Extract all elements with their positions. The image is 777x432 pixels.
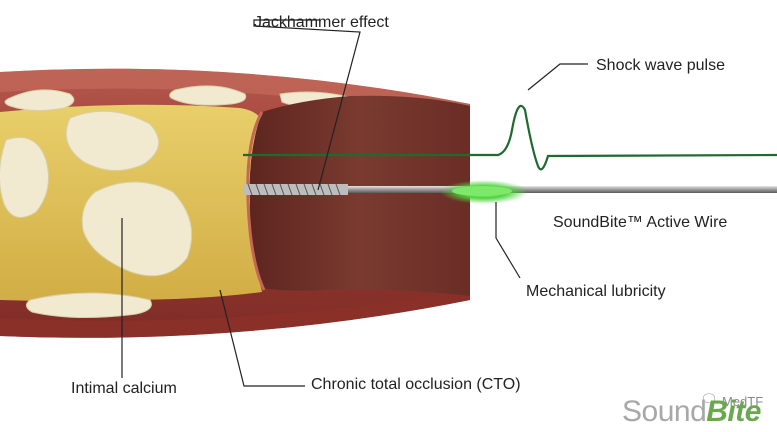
leader-jackhammer: [253, 19, 361, 191]
watermark-text: MedTF: [722, 394, 764, 409]
shock-wave-line: [243, 104, 777, 171]
logo-part-bite: Bite: [706, 395, 761, 428]
leader-shock: [527, 63, 588, 91]
leader-cto: [219, 289, 305, 387]
wechat-icon: 🗨: [700, 391, 718, 407]
label-mechanical-lubricity: Mechanical lubricity: [526, 283, 666, 300]
leader-lubricity: [495, 202, 521, 279]
label-jackhammer-effect: Jackhammer effect: [254, 14, 389, 31]
label-intimal-calcium: Intimal calcium: [71, 380, 177, 397]
occlusion-cap-edge: [246, 111, 266, 291]
label-shock-wave-pulse: Shock wave pulse: [596, 57, 725, 74]
transducer-core: [452, 186, 512, 196]
active-wire: [243, 180, 777, 204]
leader-lines: [121, 19, 588, 387]
intimal-calcium-deposits: [0, 85, 361, 319]
label-cto: Chronic total occlusion (CTO): [311, 376, 521, 393]
label-active-wire: SoundBite™ Active Wire: [553, 214, 728, 231]
logo-part-sound: Sound: [622, 395, 707, 428]
vessel-lumen: [249, 95, 470, 296]
soundbite-logo: SoundBite: [622, 395, 761, 429]
wire-coil-tip: [243, 183, 348, 196]
